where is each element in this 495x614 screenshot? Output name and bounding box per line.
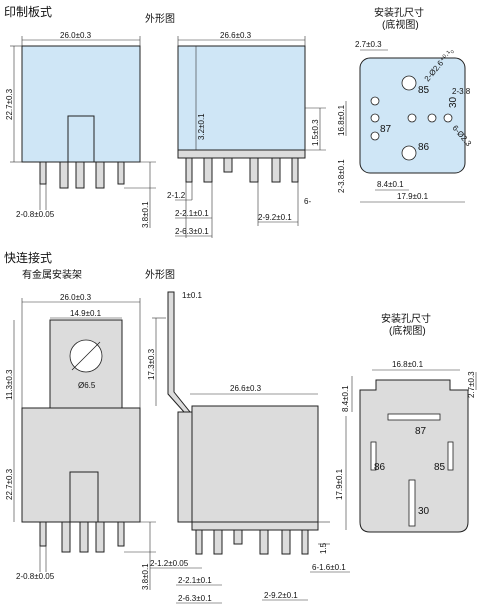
top-pin-85: 85: [418, 85, 430, 96]
top-hole-title: 安装孔尺寸: [374, 6, 424, 19]
bottom-side-view: 1±0.1 17.3±0.3 26.6±0.3 1.5 2-1.2±0.05 2…: [147, 291, 350, 604]
bottom-hole-r: 2.7±0.3: [467, 371, 476, 398]
bottom-front-view: 26.0±0.3 14.9±0.1 Ø6.5 11.3±0.3 22.7±0.3…: [5, 293, 156, 590]
top-hole-sub: (底视图): [382, 18, 419, 31]
bottom-front-pin-len: 3.8±0.1: [141, 563, 150, 590]
top-hole-d1: 2.7±0.3: [355, 40, 382, 49]
top-front-view: 26.0±0.3 22.7±0.3 2-0.8±0.05 3.8±0.1: [5, 31, 156, 228]
top-title: 印制板式: [4, 5, 52, 19]
bottom-side-p4: 2-9.2±0.1: [264, 591, 298, 600]
bottom-front-hole: Ø6.5: [78, 381, 96, 390]
bottom-outline-label: 外形图: [145, 269, 175, 281]
bottom-pin-87: 87: [415, 426, 427, 437]
top-front-pin: 2-0.8±0.05: [16, 210, 55, 219]
bottom-side-h: 17.3±0.3: [147, 348, 156, 380]
top-pin-86: 86: [418, 142, 430, 153]
bottom-bracket-label: 有金属安装架: [22, 268, 82, 281]
top-outline-label: 外形图: [145, 13, 175, 25]
bottom-hole-w: 16.8±0.1: [392, 360, 424, 369]
top-side-p4: 2-9.2±0.1: [258, 213, 292, 222]
bottom-hole-layout: 安装孔尺寸 (底视图) 16.8±0.1 8.4±0.1 2.7±0.3 17.…: [335, 312, 477, 533]
top-side-step: 1.5±0.3: [311, 119, 320, 146]
top-hole-d3: 2-3.8: [452, 87, 471, 96]
bottom-side-w: 26.6±0.3: [230, 384, 262, 393]
bottom-front-h2: 22.7±0.3: [5, 468, 14, 500]
top-front-height: 22.7±0.3: [5, 88, 14, 120]
bottom-pin-30: 30: [418, 506, 430, 517]
bottom-hole-h: 8.4±0.1: [341, 385, 350, 412]
top-side-p1: 2-1.2: [167, 191, 186, 200]
bottom-hole-h2: 17.9±0.1: [335, 468, 344, 500]
bottom-front-w2: 14.9±0.1: [70, 309, 102, 318]
top-hole-d5: 2-3.8±0.1: [337, 159, 346, 193]
top-side-p3: 2-6.3±0.1: [175, 227, 209, 236]
top-pin-87: 87: [380, 124, 392, 135]
top-hole-d7: 17.9±0.1: [397, 192, 429, 201]
top-side-view: 26.6±0.3 3.2±0.1 1.5±0.3 2-1.2 2-2.1±0.1…: [167, 31, 326, 238]
top-side-p5: 6-: [304, 197, 311, 206]
bottom-hole-sub: (底视图): [389, 324, 426, 337]
bottom-side-p2: 2-2.1±0.1: [178, 576, 212, 585]
bottom-pin-85: 85: [434, 462, 446, 473]
top-side-width: 26.6±0.3: [220, 31, 252, 40]
bottom-side-p5: 6-1.6±0.1: [312, 563, 346, 572]
bottom-hole-title: 安装孔尺寸: [381, 312, 431, 325]
top-hole-d4: 16.8±0.1: [337, 104, 346, 136]
top-hole-layout: 85 87 30 86 2.7±0.3 2-Ø2.6⁺⁰·¹₀ 2-3.8 16…: [337, 40, 473, 203]
bottom-side-p3: 2-6.3±0.1: [178, 594, 212, 603]
top-side-h: 3.2±0.1: [197, 113, 206, 140]
bottom-front-h1: 11.3±0.3: [5, 369, 14, 400]
bottom-pin-86: 86: [374, 462, 386, 473]
top-front-width: 26.0±0.3: [60, 31, 92, 40]
bottom-side-p1: 2-1.2±0.05: [150, 559, 189, 568]
bottom-front-pin: 2-0.8±0.05: [16, 572, 55, 581]
bottom-side-step: 1.5: [319, 542, 328, 554]
bottom-side-top: 1±0.1: [182, 291, 203, 300]
top-hole-d6: 8.4±0.1: [377, 180, 404, 189]
top-side-p2: 2-2.1±0.1: [175, 209, 209, 218]
top-front-pin-len: 3.8±0.1: [141, 201, 150, 228]
top-pin-30: 30: [448, 96, 459, 108]
bottom-title: 快连接式: [4, 250, 52, 265]
bottom-front-w: 26.0±0.3: [60, 293, 92, 302]
